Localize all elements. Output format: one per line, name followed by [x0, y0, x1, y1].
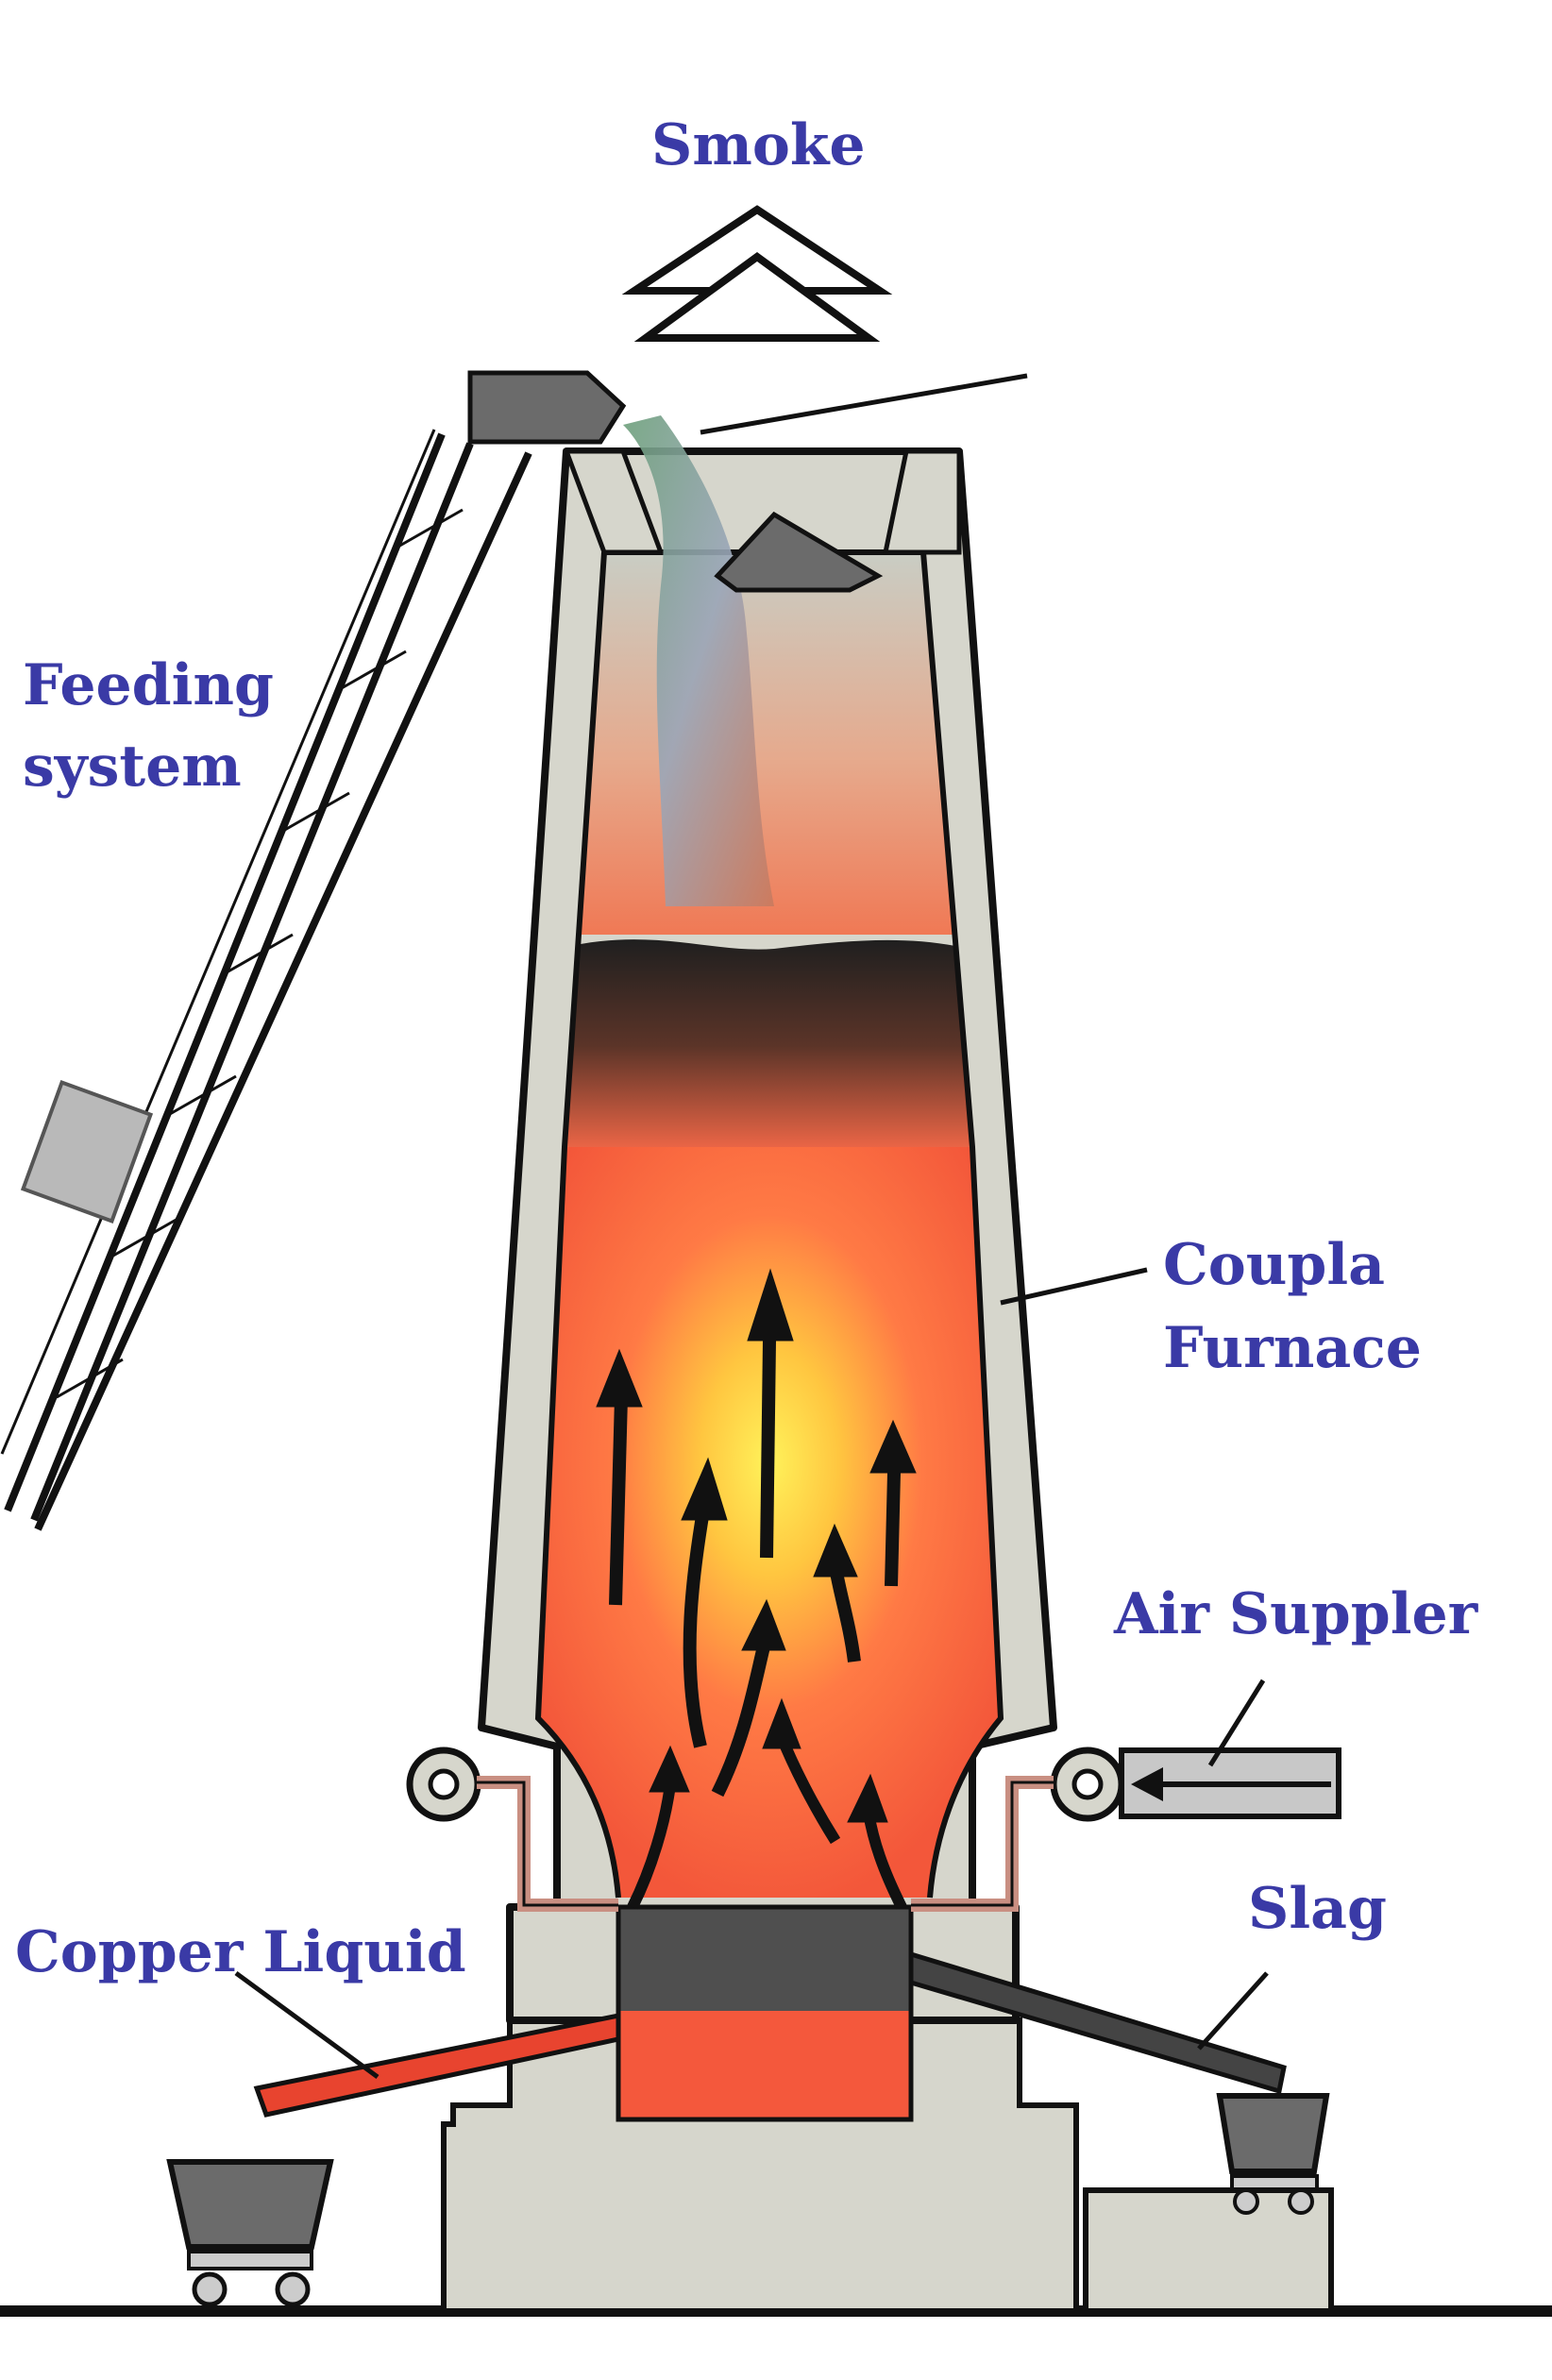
copper-leader-line — [234, 1970, 380, 2080]
inner-wall-left — [534, 551, 621, 1899]
slag-leader-line — [1197, 1971, 1269, 2051]
copper-liquid-label: Copper Liquid — [15, 1919, 466, 1985]
ladle-cart-icon — [166, 2159, 334, 2307]
feeding-label-line1: Feeding — [23, 652, 274, 718]
copper-tap-channel — [253, 2012, 621, 2118]
top-left-lip — [563, 448, 665, 555]
slag-layer — [618, 1907, 911, 2011]
charge-stream — [623, 415, 774, 906]
furnace-label-line2: Furnace — [1163, 1315, 1422, 1381]
smoke-arrow-icon — [621, 205, 893, 342]
slag-platform — [1083, 2187, 1334, 2314]
ladle-cart-icon — [1216, 2093, 1330, 2215]
slag-tap-channel — [908, 1950, 1287, 2095]
flow-arrow-icon — [596, 1268, 917, 1910]
feeding-label-line2: system — [23, 734, 242, 800]
copper-well — [618, 2011, 911, 2119]
air-supplier-label: Air Suppler — [1114, 1581, 1478, 1647]
top-right-lip — [882, 448, 962, 555]
air-flow-arrow-icon — [1131, 1767, 1163, 1801]
smoke-leader-line — [700, 373, 1028, 435]
inner-wall-right — [920, 551, 1004, 1899]
tuyere-pipe-left — [406, 1747, 618, 1912]
feeding-conveyor — [0, 429, 532, 1531]
slag-label: Slag — [1248, 1876, 1387, 1942]
skip-bucket — [20, 1079, 154, 1224]
distributor-cone — [714, 511, 884, 593]
furnace-label-line1: Coupla — [1163, 1232, 1386, 1298]
coke-bed — [565, 939, 972, 1152]
feed-hopper — [467, 370, 627, 445]
smoke-label: Smoke — [651, 112, 866, 178]
furnace-leader-line — [1000, 1267, 1148, 1306]
air-leader-line — [1207, 1679, 1266, 1767]
